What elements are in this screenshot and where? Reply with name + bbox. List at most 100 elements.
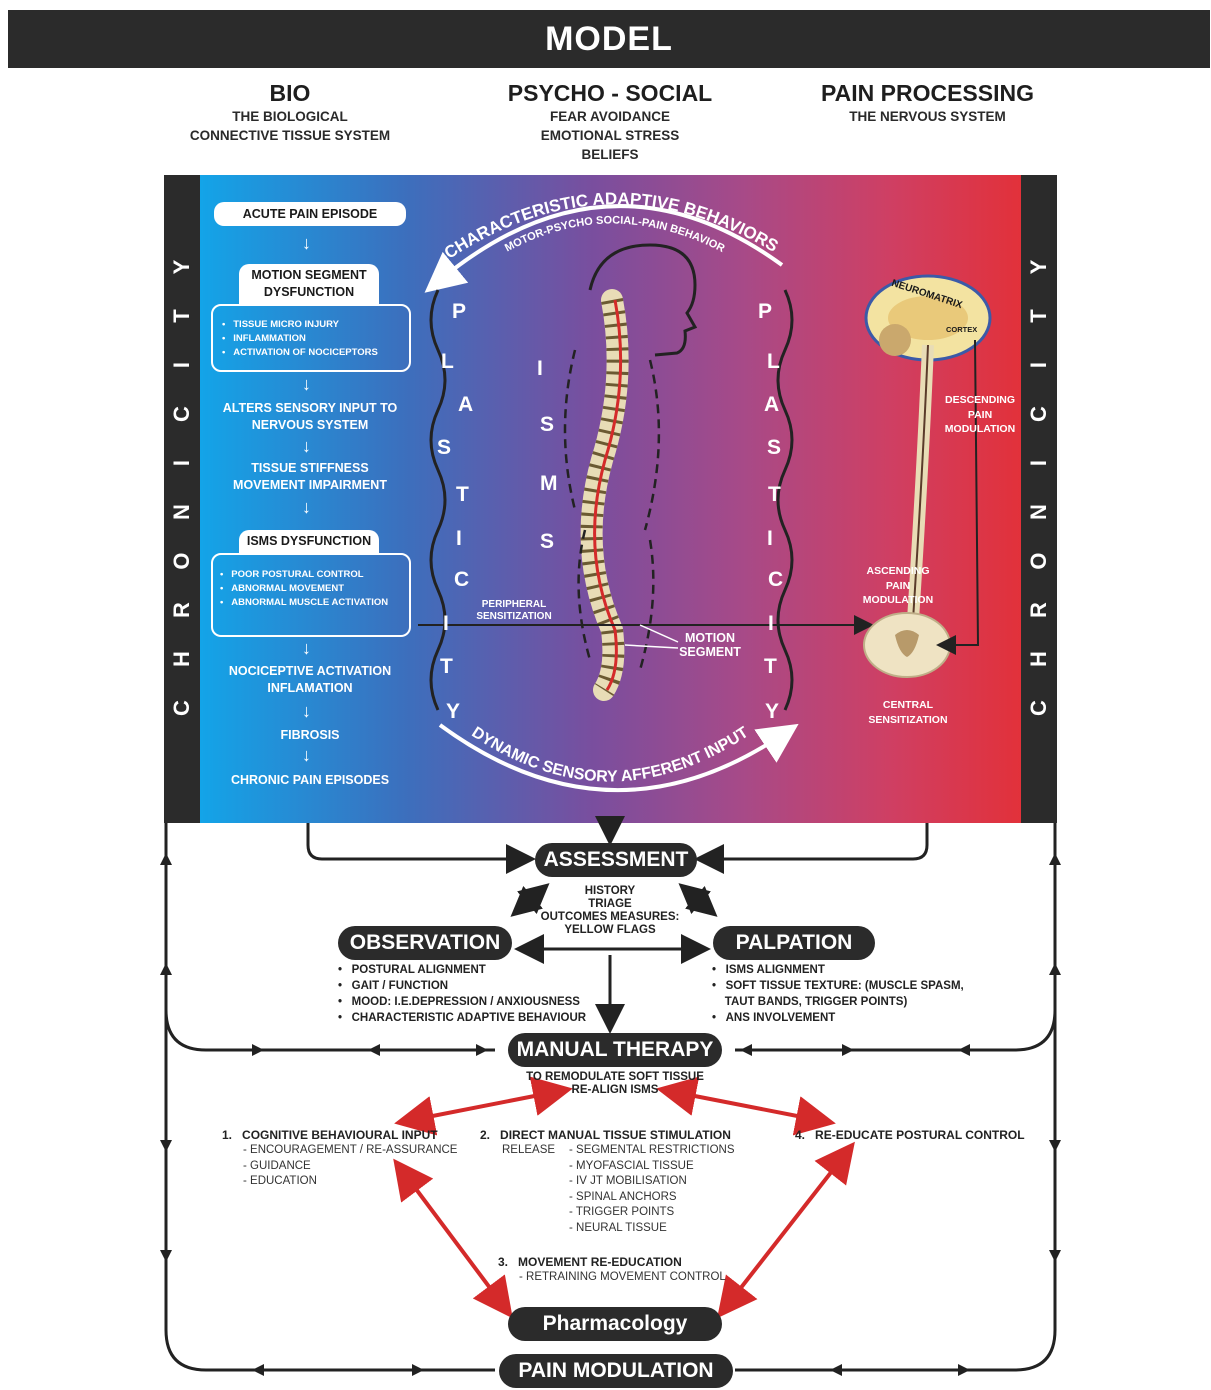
descending-modulation-line — [936, 339, 980, 655]
loop-arrowhead — [958, 1044, 970, 1056]
motion-segment-box — [211, 304, 411, 372]
loop-arrowhead — [160, 853, 172, 865]
plasticity-letter: L — [441, 350, 454, 373]
motion-segment-list: • TISSUE MICRO INJURY • INFLAMMATION • A… — [222, 318, 407, 360]
pain-processing-column-header: PAIN PROCESSING THE NERVOUS SYSTEM — [800, 80, 1055, 126]
therapy-link-arrow — [656, 1076, 836, 1136]
list-item: YELLOW FLAGS — [564, 924, 656, 936]
list-item: TRIAGE — [588, 898, 632, 910]
loop-arrowhead — [412, 1364, 424, 1376]
motion-segment-title-2: DYSFUNCTION — [263, 285, 355, 299]
list-item: - EDUCATION — [243, 1175, 317, 1187]
palpation-badge: PALPATION — [713, 926, 875, 960]
list-item: • GAIT / FUNCTION — [338, 980, 449, 992]
bio-subtitle-2: CONNECTIVE TISSUE SYSTEM — [189, 128, 391, 143]
therapy-link-arrow — [393, 1158, 513, 1319]
down-arrow-icon: ↓ — [302, 436, 311, 456]
therapy-item-1: 1. COGNITIVE BEHAVIOURAL INPUT - ENCOURA… — [222, 1127, 462, 1190]
loop-arrowhead — [160, 1250, 172, 1262]
loop-arrowhead — [740, 1044, 752, 1056]
plasticity-letter: I — [768, 612, 774, 635]
therapy-link-arrow — [394, 1076, 573, 1136]
list-item: OUTCOMES MEASURES: — [540, 911, 680, 923]
pharmacology-badge: Pharmacology — [508, 1307, 722, 1341]
palpation-list: • ISMS ALIGNMENT • SOFT TISSUE TEXTURE: … — [712, 962, 982, 1026]
isms-letter: I — [537, 357, 543, 380]
assessment-observation-arrow — [510, 883, 550, 917]
plasticity-letter: C — [454, 568, 470, 591]
bio-title: BIO — [269, 80, 311, 106]
plasticity-letter: T — [456, 483, 469, 506]
grey-matter — [895, 630, 919, 657]
inner-loop-left — [164, 1009, 495, 1052]
list-item: • TISSUE MICRO INJURY — [222, 319, 339, 330]
assessment-badge: ASSESSMENT — [535, 843, 697, 877]
movement-arrow — [563, 349, 577, 511]
isms-letter: S — [540, 530, 555, 553]
brain-inner — [888, 296, 968, 340]
therapy-item-2: 2. DIRECT MANUAL TISSUE STIMULATION RELE… — [480, 1127, 760, 1236]
loop-arrowhead — [830, 1364, 842, 1376]
loop-arrowhead — [1049, 1140, 1061, 1152]
list-item: • ABNORMAL MOVEMENT — [220, 583, 345, 594]
loop-arrowhead — [842, 1044, 854, 1056]
bio-to-assessment-arrow — [306, 823, 536, 874]
therapy-item-4: 4. RE-EDUCATE POSTURAL CONTROL — [795, 1128, 1025, 1142]
plasticity-letter: L — [767, 350, 780, 373]
loop-arrowhead — [1049, 963, 1061, 975]
list-item: TAUT BANDS, TRIGGER POINTS) — [724, 996, 908, 1008]
bottom-arc-arrow — [438, 723, 799, 792]
list-item: • CHARACTERISTIC ADAPTIVE BEHAVIOUR — [338, 1012, 587, 1024]
loop-arrowhead — [368, 1044, 380, 1056]
plasticity-letter: A — [764, 393, 780, 416]
plasticity-letter: P — [758, 300, 773, 323]
spinal-cord — [593, 299, 623, 691]
loop-arrowhead — [252, 1364, 264, 1376]
psychosocial-subtitle-3: BELIEFS — [581, 147, 639, 162]
therapy-item-3: 3. MOVEMENT RE-EDUCATION - RETRAINING MO… — [498, 1254, 738, 1286]
down-arrow-icon: ↓ — [302, 638, 311, 658]
assessment-items: HISTORY TRIAGE OUTCOMES MEASURES: YELLOW… — [530, 885, 690, 937]
pain-to-assessment-arrow — [694, 823, 929, 874]
isms-letter: S — [540, 413, 555, 436]
list-item: • POSTURAL ALIGNMENT — [338, 964, 486, 976]
list-item: • INFLAMMATION — [222, 333, 306, 344]
acute-pain-episode: ACUTE PAIN EPISODE — [214, 202, 406, 226]
spinal-tract-outline — [912, 344, 929, 621]
pain-modulation-badge: PAIN MODULATION — [499, 1354, 733, 1388]
list-item: • ANS INVOLVEMENT — [712, 1012, 836, 1024]
loop-arrowhead — [958, 1364, 970, 1376]
pain-processing-title: PAIN PROCESSING — [821, 80, 1034, 106]
list-item: • ISMS ALIGNMENT — [712, 964, 825, 976]
list-item: - TRIGGER POINTS — [569, 1206, 675, 1218]
plasticity-wave-right — [776, 289, 794, 711]
head-outline — [588, 243, 698, 357]
chronic-pain-episodes: CHRONIC PAIN EPISODES — [230, 773, 390, 787]
vertebrae-pattern — [580, 297, 629, 696]
list-item: - SPINAL ANCHORS — [569, 1190, 677, 1203]
list-item: - GUIDANCE — [243, 1159, 311, 1172]
plasticity-letter: Y — [765, 700, 780, 723]
list-item: - IV JT MOBILISATION — [569, 1175, 687, 1187]
list-item: • ACTIVATION OF NOCICEPTORS — [222, 347, 378, 358]
list-item: HISTORY — [584, 885, 636, 897]
plasticity-letter: T — [764, 655, 777, 678]
plasticity-letter: Y — [446, 700, 461, 723]
outer-loop-right — [735, 823, 1057, 1372]
loop-arrowhead — [160, 1140, 172, 1152]
cortex-label: CORTEX — [946, 325, 978, 334]
inner-loop-right — [735, 1009, 1057, 1052]
movement-arrow — [638, 539, 655, 671]
loop-arrowhead — [252, 1044, 264, 1056]
psychosocial-title: PSYCHO - SOCIAL — [507, 80, 713, 106]
bio-subtitle-1: THE BIOLOGICAL — [232, 109, 348, 124]
observation-list: • POSTURAL ALIGNMENT • GAIT / FUNCTION •… — [338, 962, 598, 1026]
plasticity-letter: P — [452, 300, 467, 323]
